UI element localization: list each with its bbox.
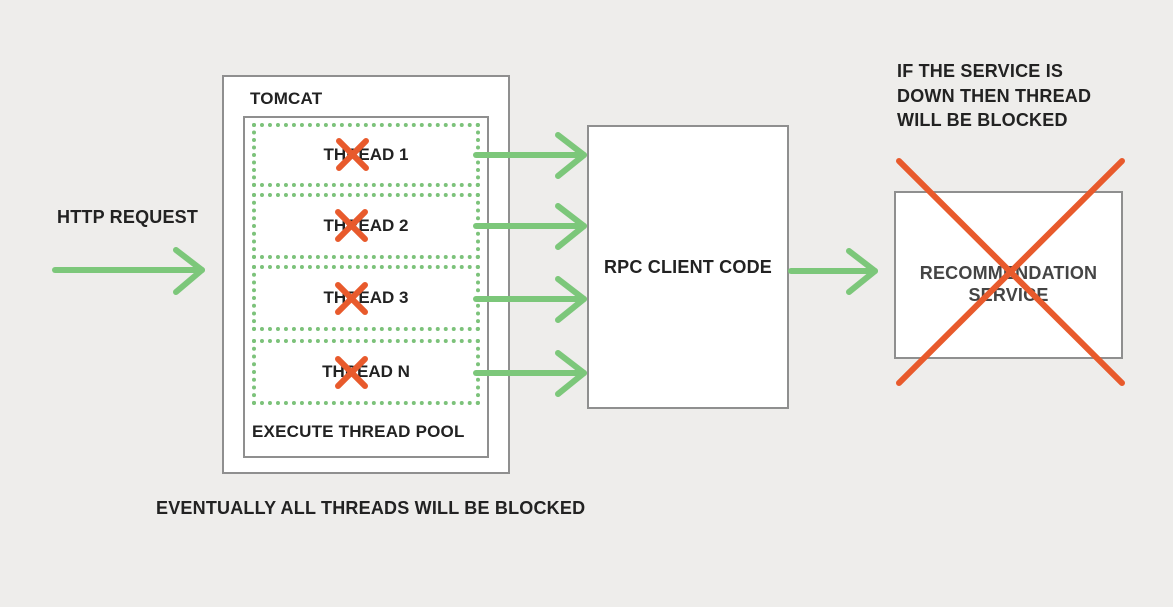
thread-label: THREAD N	[322, 362, 410, 381]
thread-label: THREAD 3	[323, 288, 409, 307]
recommendation-service-label: RECOMMENDATION SERVICE	[919, 263, 1098, 305]
thread-pool-label: EXECUTE THREAD POOL	[252, 422, 465, 441]
rpc-to-service-arrow-icon	[788, 248, 878, 295]
thread-cell: THREAD N	[252, 339, 480, 405]
thread-label: THREAD 1	[323, 145, 409, 164]
thread-cell: THREAD 3	[252, 265, 480, 331]
thread-label: THREAD 2	[323, 216, 409, 235]
service-down-note: IF THE SERVICE IS DOWN THEN THREAD WILL …	[897, 61, 1092, 130]
rpc-client-box: RPC CLIENT CODE	[587, 125, 789, 409]
http-request-label: HTTP REQUEST	[57, 207, 199, 227]
footer-note: EVENTUALLY ALL THREADS WILL BE BLOCKED	[156, 498, 586, 518]
thread-cell: THREAD 2	[252, 193, 480, 259]
http-request-arrow-icon	[52, 247, 205, 295]
thread-cell: THREAD 1	[252, 123, 480, 187]
rpc-client-label: RPC CLIENT CODE	[603, 256, 772, 277]
tomcat-title: TOMCAT	[250, 89, 323, 108]
